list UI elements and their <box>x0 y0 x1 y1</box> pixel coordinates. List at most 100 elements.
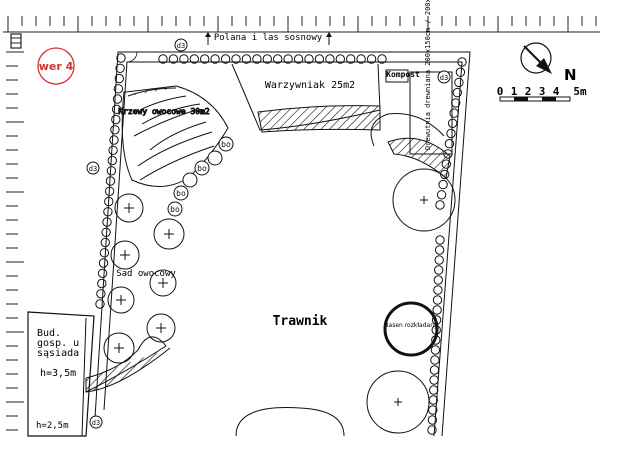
hedge-shrub <box>102 217 112 227</box>
hedge-shrub <box>96 289 106 299</box>
hedge-shrub <box>433 275 443 285</box>
hedge-shrub <box>430 355 440 365</box>
scale-label: 2 <box>525 85 532 98</box>
scale-label: 5m <box>573 85 587 98</box>
hedge-shrub <box>115 63 125 74</box>
hedge-shrub <box>104 196 114 207</box>
d3-label: d3 <box>177 42 185 50</box>
hedge-shrub <box>434 265 444 275</box>
hedge-shrub <box>427 415 438 425</box>
orchard-tree <box>103 332 135 364</box>
hedge-shrub <box>105 176 116 186</box>
d3-label: d3 <box>92 419 100 427</box>
hedge-shrub <box>252 54 262 64</box>
hedge-shrub <box>435 235 445 245</box>
version-badge: wer 4 <box>37 47 75 85</box>
pool: Basen rozkładany <box>383 301 439 357</box>
hedge-shrub <box>241 54 252 64</box>
hedge-shrub <box>447 118 458 129</box>
hedge-shrub <box>335 54 345 64</box>
hedge-shrub <box>98 258 109 268</box>
neighbor-height: h=3,5m <box>40 368 76 379</box>
hedge-shrub <box>114 73 125 84</box>
hedge-shrub <box>432 305 442 315</box>
hedge-shrub <box>101 227 111 238</box>
corner-marker <box>10 33 22 49</box>
hedge-shrub <box>455 67 466 77</box>
left-ruler <box>6 51 24 431</box>
lawn-border <box>85 336 345 437</box>
hedge-shrub <box>111 114 121 125</box>
hedge-shrub <box>438 179 448 190</box>
compost: Kompost <box>385 69 420 83</box>
orchard-tree <box>153 218 185 250</box>
hedge-shrub <box>200 54 210 64</box>
hedge-shrub <box>99 248 110 258</box>
hedge-shrub <box>110 125 120 135</box>
hedge-shrub <box>304 54 314 64</box>
d3-markers: d3 d3 d3 d3 <box>86 38 451 429</box>
bo-label: bo <box>197 164 207 173</box>
hedge-shrubs <box>95 53 467 435</box>
neighbor-label: Bud. <box>37 328 61 339</box>
lawn-label: Trawnik <box>273 314 328 329</box>
hedge-shrub <box>220 54 231 64</box>
hedge-shrub <box>97 268 108 278</box>
top-edge-label-text: Polana i las sosnowy <box>214 33 323 43</box>
hedge-shrub <box>97 278 107 289</box>
hedge-shrub <box>366 54 377 64</box>
hedge-shrub <box>457 57 467 67</box>
scale-bar: 0 1 2 3 4 5m <box>497 85 587 102</box>
hedge-shrub <box>116 53 126 63</box>
hedge-shrub <box>231 54 241 64</box>
top-edge-label: Polana i las sosnowy <box>205 32 332 45</box>
scale-label: 0 <box>497 85 504 98</box>
orchard-tree <box>146 313 176 343</box>
hedge-shrub <box>454 77 464 88</box>
bo-markers: bo bo bo bo <box>167 136 234 217</box>
d3-label: d3 <box>89 165 97 173</box>
right-trees <box>366 112 456 434</box>
scale-label: 3 <box>539 85 546 98</box>
hedge-shrub <box>283 54 293 64</box>
orchard-trees <box>103 193 185 364</box>
bottom-height: h=2,5m <box>36 421 69 431</box>
hedge-shrub <box>293 54 304 64</box>
hedge-shrub <box>429 385 439 395</box>
bo-label: bo <box>221 140 231 149</box>
north-label: N <box>564 66 577 84</box>
orchard-label: Sad owocowy <box>116 269 176 279</box>
hedge-shrub <box>210 54 220 64</box>
hedge-shrub <box>113 84 124 94</box>
hedge-shrub <box>273 54 283 64</box>
hedge-shrub <box>108 145 118 156</box>
scale-label: 4 <box>553 85 560 98</box>
hedge-shrub <box>434 245 445 255</box>
wood-storage-label: Drewutnia drewniana 200x150cm / 200x150c… <box>424 0 432 150</box>
hedge-shrub <box>109 135 119 145</box>
orchard-tree <box>149 269 177 297</box>
hedge-shrub <box>325 54 335 64</box>
vegetable-garden: Warzywniak 25m2 <box>231 63 381 133</box>
hedge-shrub <box>435 200 445 210</box>
plot-boundary <box>94 51 471 437</box>
hedge-shrub <box>346 54 356 64</box>
hedge-shrub <box>429 365 440 375</box>
hedge-shrub <box>179 54 189 64</box>
hedge-shrub <box>158 54 168 64</box>
hedge-shrub <box>106 166 117 176</box>
bo-label: bo <box>170 205 180 214</box>
hedge-shrub <box>95 299 105 309</box>
hedge-shrub <box>262 54 272 64</box>
hedge-shrub <box>433 285 443 295</box>
d3-label: d3 <box>440 74 448 82</box>
hedge-shrub <box>428 405 438 415</box>
hedge-shrub <box>429 375 439 385</box>
version-badge-text: wer 4 <box>39 60 74 73</box>
hedge-shrub <box>107 155 118 166</box>
compost-label: Kompost <box>386 70 420 79</box>
bo-label: bo <box>176 189 186 198</box>
north-arrow-icon: N <box>520 42 577 84</box>
bushes-label: Krzewy owocowe 30m2 <box>118 107 210 116</box>
